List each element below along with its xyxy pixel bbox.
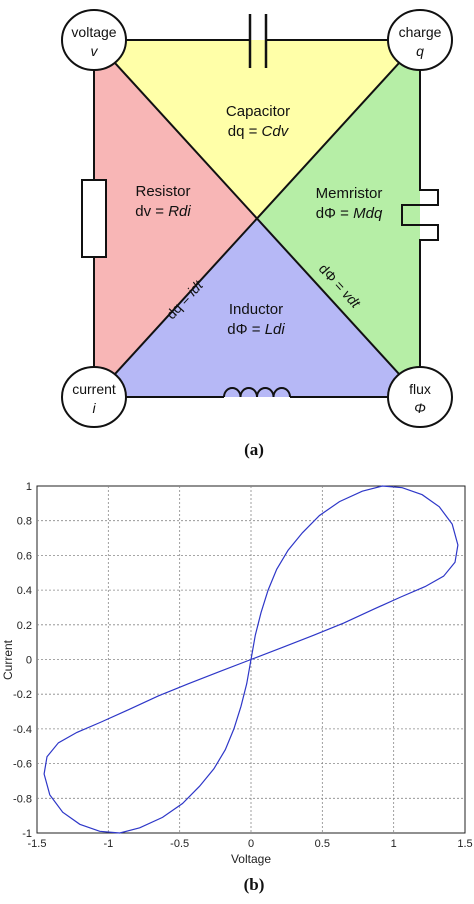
node-current: current i — [61, 366, 127, 428]
x-tick-label: 1 — [391, 838, 397, 850]
node-charge: charge q — [387, 9, 453, 71]
node-flux: flux Φ — [387, 366, 453, 428]
node-voltage-symbol: v — [91, 43, 99, 59]
y-tick-label: 0.8 — [17, 516, 32, 528]
node-current-symbol: i — [92, 400, 96, 416]
y-tick-label: -0.4 — [13, 724, 32, 736]
caption-a: (a) — [244, 440, 264, 459]
capacitor-label: Capacitor — [226, 103, 290, 120]
y-tick-label: 0 — [26, 655, 32, 667]
memristor-symbol — [401, 40, 439, 397]
y-tick-label: -0.2 — [13, 689, 32, 701]
x-tick-label: 0.5 — [315, 838, 330, 850]
node-charge-symbol: q — [416, 43, 424, 59]
y-tick-label: 1 — [26, 481, 32, 493]
inductor-label: Inductor — [229, 301, 283, 318]
y-tick-label: -0.8 — [13, 793, 32, 805]
node-charge-name: charge — [399, 24, 442, 40]
memristor-region — [258, 40, 420, 397]
node-flux-name: flux — [409, 381, 431, 397]
x-axis-label: Voltage — [231, 852, 271, 866]
inductor-region — [94, 218, 420, 397]
capacitor-region — [94, 40, 420, 218]
node-flux-symbol: Φ — [414, 400, 426, 416]
memristor-label: Memristor — [316, 185, 383, 202]
y-axis-label: Current — [1, 639, 15, 680]
hysteresis-curve — [43, 485, 459, 834]
resistor-label: Resistor — [135, 183, 190, 200]
node-current-name: current — [72, 381, 116, 397]
figure-a: voltage v charge q current i flux Φ Capa… — [61, 9, 453, 459]
y-tick-label: 0.4 — [17, 585, 32, 597]
memristor-equation: dΦ = Mdq — [316, 205, 383, 222]
x-tick-label: 1.5 — [457, 838, 472, 850]
caption-b: (b) — [244, 875, 265, 894]
y-tick-label: 0.2 — [17, 620, 32, 632]
y-tick-label: -0.6 — [13, 759, 32, 771]
resistor-region — [94, 40, 258, 397]
y-tick-label: 0.6 — [17, 550, 32, 562]
capacitor-equation: dq = Cdv — [228, 123, 290, 140]
x-tick-label: -0.5 — [170, 838, 189, 850]
resistor-equation: dv = Rdi — [135, 203, 191, 220]
x-tick-label: -1.5 — [28, 838, 47, 850]
y-tick-label: -1 — [22, 828, 32, 840]
node-voltage-name: voltage — [71, 24, 116, 40]
grid — [37, 486, 465, 833]
x-tick-label: 0 — [248, 838, 254, 850]
diagonal-charge-current — [93, 39, 421, 398]
node-voltage: voltage v — [61, 9, 127, 71]
inductor-equation: dΦ = Ldi — [227, 321, 285, 338]
x-tick-label: -1 — [103, 838, 113, 850]
